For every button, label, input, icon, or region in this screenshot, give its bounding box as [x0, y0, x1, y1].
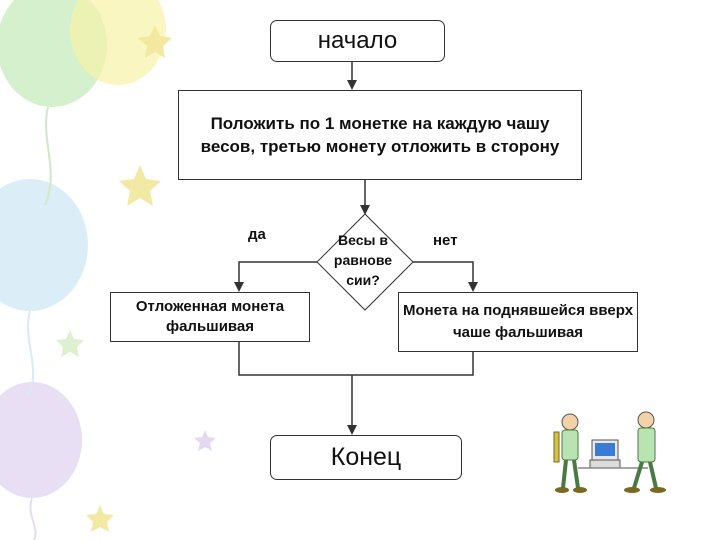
balloon-blue — [0, 179, 88, 311]
merge-line — [238, 342, 474, 376]
result-left-node: Отложенная монета фальшивая — [110, 292, 310, 342]
result-left-label: Отложенная монета фальшивая — [135, 298, 285, 335]
process-step-label: Положить по 1 монетке на каждую чашу вес… — [200, 114, 560, 156]
balloon-yellow — [70, 0, 166, 85]
yes-branch-label: да — [248, 226, 266, 243]
yes-branch-line — [234, 261, 317, 292]
balloon-purple — [0, 382, 82, 498]
star-decoration — [119, 165, 161, 206]
end-node: Конец — [270, 435, 462, 480]
star-decoration — [194, 430, 216, 451]
no-branch-label: нет — [433, 232, 458, 249]
process-step-weigh: Положить по 1 монетке на каждую чашу вес… — [178, 90, 582, 180]
decision-diamond — [316, 213, 414, 311]
balloon-string — [27, 310, 35, 396]
result-right-label: Монета на поднявшейся вверх чаше фальшив… — [402, 302, 634, 341]
star-decoration — [86, 505, 114, 532]
end-node-label: Конец — [330, 443, 402, 471]
balloon-string — [29, 497, 37, 540]
no-branch-line — [413, 261, 478, 292]
star-decoration — [138, 25, 172, 58]
decision-label: Весы в равнове сии? — [333, 232, 393, 288]
two-people-at-computer-icon — [553, 411, 666, 493]
balloons-and-stars-icon — [0, 0, 216, 540]
start-node: начало — [270, 20, 445, 62]
start-node-label: начало — [317, 27, 398, 54]
star-decoration — [56, 330, 84, 357]
result-right-node: Монета на поднявшейся вверх чаше фальшив… — [398, 292, 638, 352]
balloon-string — [44, 106, 52, 206]
